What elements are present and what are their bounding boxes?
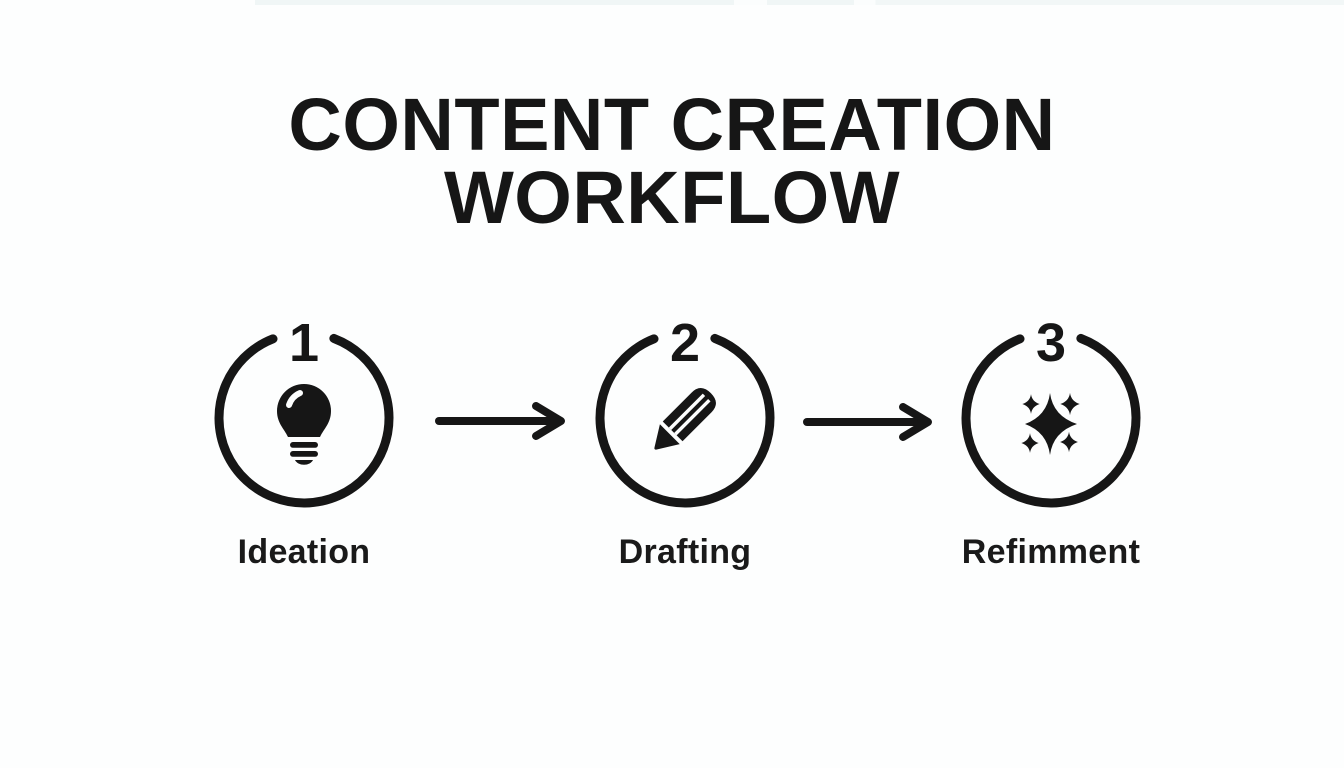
arrow-right-icon bbox=[803, 403, 932, 441]
sparkles-icon bbox=[1021, 392, 1080, 455]
top-edge-artifact-strip bbox=[255, 0, 1344, 5]
step-circle bbox=[595, 328, 775, 508]
workflow-step-ideation: 1 Ideation bbox=[194, 308, 414, 588]
step-label: Refimment bbox=[961, 533, 1141, 571]
step-number: 3 bbox=[1035, 313, 1067, 373]
step-number: 1 bbox=[288, 313, 320, 373]
lightbulb-icon bbox=[277, 384, 331, 465]
step-label: Drafting bbox=[618, 533, 752, 571]
workflow-step-refinement: 3 Refimment bbox=[941, 308, 1161, 588]
page-title: CONTENT CREATION WORKFLOW bbox=[0, 83, 1344, 239]
page-title-line2: WORKFLOW bbox=[443, 156, 901, 239]
step-label: Ideation bbox=[237, 533, 371, 571]
step-circle bbox=[961, 328, 1141, 508]
pencil-icon bbox=[654, 388, 716, 450]
workflow-step-drafting: 2 Drafting bbox=[575, 308, 795, 588]
step-number: 2 bbox=[669, 313, 701, 373]
step-circle bbox=[214, 328, 394, 508]
arrow-right-icon bbox=[435, 402, 565, 440]
page-title-line1: CONTENT CREATION bbox=[288, 83, 1056, 166]
